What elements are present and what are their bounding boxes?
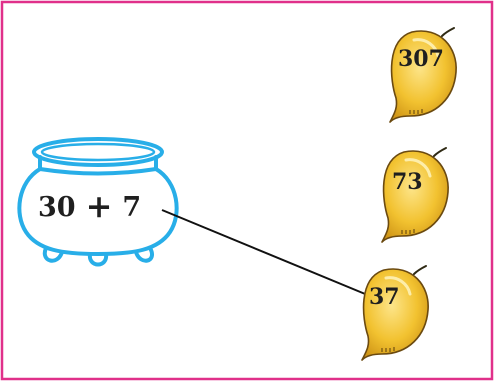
mango-number-top: 307 [398, 46, 444, 72]
mango-number-bottom: 37 [369, 284, 400, 310]
mango-number-middle: 73 [392, 169, 423, 195]
plus-sign: + [85, 187, 113, 225]
pot-right-number: 7 [122, 192, 142, 223]
mango-icon[interactable] [388, 26, 458, 124]
pot-left-number: 30 [38, 192, 76, 223]
pot-expression: 30 +7 [38, 186, 142, 225]
mango-icon[interactable] [380, 146, 450, 244]
match-line[interactable] [161, 209, 371, 297]
mango-icon[interactable] [360, 264, 430, 362]
